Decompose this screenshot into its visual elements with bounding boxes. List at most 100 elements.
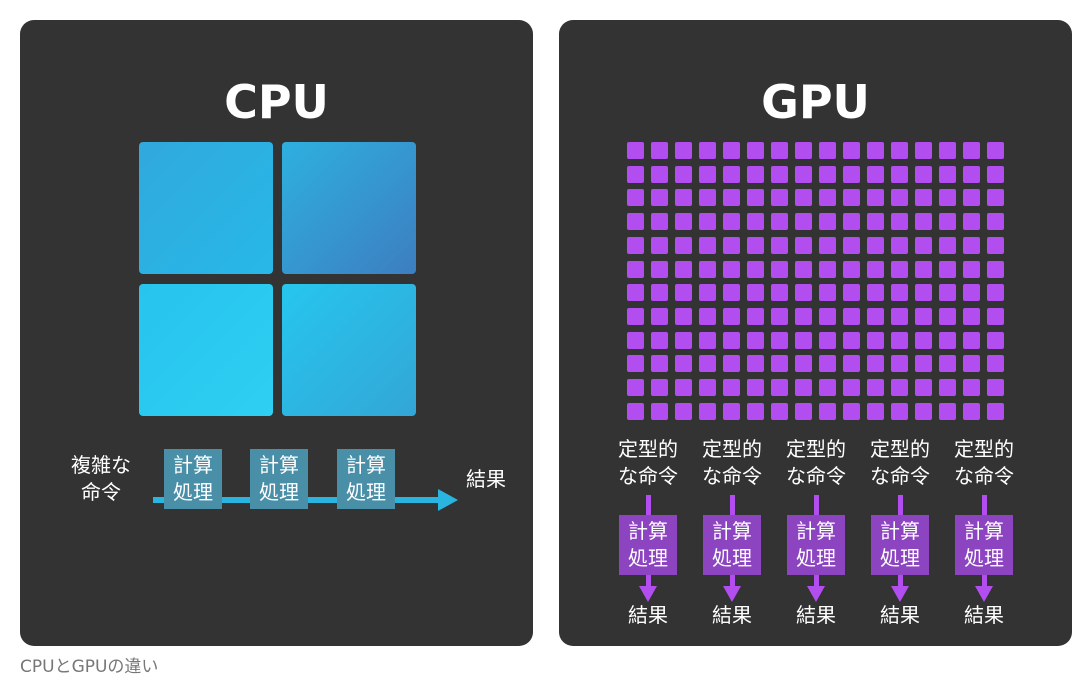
gpu-core <box>627 189 644 207</box>
gpu-core <box>771 331 788 349</box>
gpu-output-label: 結果 <box>964 603 1004 627</box>
gpu-core <box>891 307 908 325</box>
gpu-core <box>891 402 908 420</box>
gpu-core <box>963 379 980 396</box>
gpu-core <box>939 284 956 302</box>
gpu-core <box>747 165 764 183</box>
gpu-core <box>627 142 644 159</box>
cpu-core <box>139 142 273 274</box>
gpu-core <box>675 260 692 278</box>
gpu-core <box>723 260 740 278</box>
gpu-instruction-line2: な命令 <box>618 464 678 488</box>
gpu-core <box>915 331 932 349</box>
cpu-process-box: 計算 処理 <box>250 449 308 509</box>
gpu-core <box>651 189 668 207</box>
gpu-core <box>699 165 716 183</box>
gpu-process-line1: 計算 <box>712 519 752 543</box>
gpu-core <box>963 331 980 349</box>
gpu-core <box>699 142 716 159</box>
gpu-core <box>843 165 860 183</box>
gpu-core <box>963 142 980 159</box>
gpu-core <box>843 379 860 396</box>
gpu-core <box>987 284 1004 302</box>
cpu-process-box: 計算 処理 <box>337 449 395 509</box>
gpu-core <box>627 284 644 302</box>
gpu-core <box>987 331 1004 349</box>
gpu-instruction-line1: 定型的 <box>954 437 1014 461</box>
gpu-core <box>699 236 716 254</box>
gpu-core <box>915 307 932 325</box>
gpu-core <box>651 379 668 396</box>
gpu-core <box>627 236 644 254</box>
gpu-core <box>915 355 932 373</box>
gpu-core <box>627 260 644 278</box>
gpu-core <box>795 236 812 254</box>
cpu-process-line1: 計算 <box>173 453 213 477</box>
gpu-core <box>699 355 716 373</box>
gpu-core <box>627 213 644 231</box>
gpu-core <box>771 236 788 254</box>
gpu-core <box>915 379 932 396</box>
gpu-core <box>699 213 716 231</box>
gpu-core <box>699 284 716 302</box>
gpu-core <box>675 189 692 207</box>
gpu-core <box>939 213 956 231</box>
gpu-core <box>843 307 860 325</box>
gpu-core <box>675 213 692 231</box>
figure-caption: CPUとGPUの違い <box>20 657 159 677</box>
gpu-core <box>747 331 764 349</box>
gpu-core <box>723 307 740 325</box>
gpu-core <box>987 189 1004 207</box>
gpu-core <box>771 189 788 207</box>
gpu-title: GPU <box>761 75 870 129</box>
gpu-core <box>675 236 692 254</box>
gpu-flow-arrowhead <box>723 586 741 602</box>
gpu-flow-arrowhead <box>639 586 657 602</box>
cpu-core <box>139 284 273 416</box>
gpu-instruction-line2: な命令 <box>870 464 930 488</box>
cpu-input-label: 複雑な 命令 <box>66 452 136 506</box>
gpu-core <box>771 142 788 159</box>
gpu-core <box>915 142 932 159</box>
gpu-core <box>699 379 716 396</box>
gpu-core <box>723 379 740 396</box>
gpu-instruction-line2: な命令 <box>786 464 846 488</box>
gpu-core <box>675 402 692 420</box>
gpu-core <box>699 189 716 207</box>
gpu-core <box>771 355 788 373</box>
gpu-core <box>771 284 788 302</box>
gpu-core <box>771 165 788 183</box>
gpu-core <box>651 165 668 183</box>
gpu-core <box>795 142 812 159</box>
gpu-core <box>819 260 836 278</box>
gpu-core <box>963 284 980 302</box>
gpu-core <box>747 402 764 420</box>
gpu-process-line1: 計算 <box>796 519 836 543</box>
cpu-process-line1: 計算 <box>259 453 299 477</box>
gpu-core <box>651 260 668 278</box>
gpu-core <box>747 213 764 231</box>
cpu-process-line2: 処理 <box>173 480 213 504</box>
gpu-core <box>939 355 956 373</box>
cpu-flow-arrowhead <box>438 489 458 511</box>
gpu-core <box>939 165 956 183</box>
gpu-core <box>795 189 812 207</box>
gpu-core <box>963 260 980 278</box>
gpu-process-line2: 処理 <box>964 546 1004 570</box>
gpu-core <box>867 331 884 349</box>
gpu-core <box>771 402 788 420</box>
cpu-process-line1: 計算 <box>346 453 386 477</box>
gpu-core <box>723 165 740 183</box>
gpu-core <box>939 331 956 349</box>
gpu-core <box>699 402 716 420</box>
gpu-process-box: 計算処理 <box>955 515 1013 575</box>
gpu-core <box>795 355 812 373</box>
gpu-core <box>675 379 692 396</box>
gpu-core <box>867 402 884 420</box>
gpu-core <box>819 189 836 207</box>
gpu-core <box>795 307 812 325</box>
gpu-core <box>867 379 884 396</box>
gpu-process-box: 計算処理 <box>787 515 845 575</box>
gpu-core <box>891 142 908 159</box>
gpu-instruction-label: 定型的な命令 <box>608 436 688 490</box>
